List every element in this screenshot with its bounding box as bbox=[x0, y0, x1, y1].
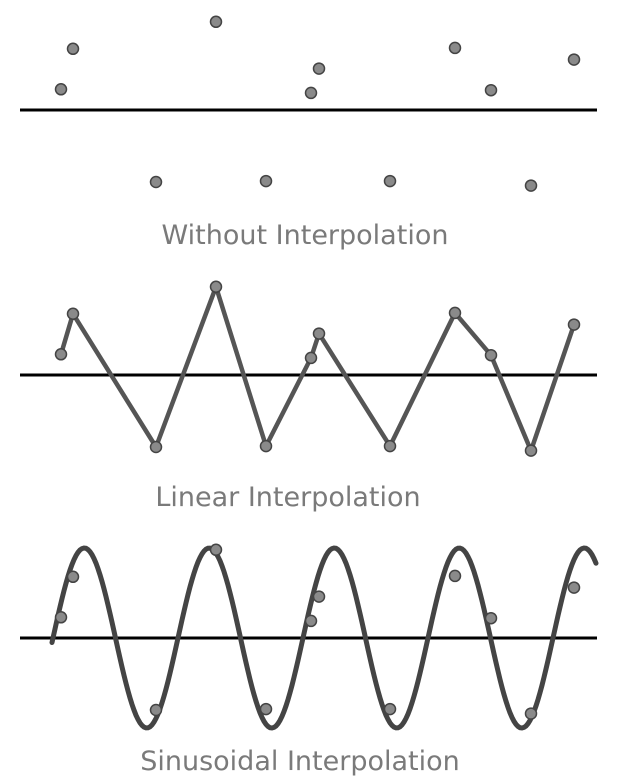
panel-label-linear: Linear Interpolation bbox=[155, 482, 420, 513]
sample-point-linear-4 bbox=[259, 439, 273, 453]
sample-point-none-10 bbox=[524, 179, 538, 192]
sample-point-sine-3 bbox=[209, 543, 223, 557]
sample-point-sine-7 bbox=[383, 702, 397, 716]
sample-point-sine-0 bbox=[54, 611, 68, 624]
linear-interpolation-line bbox=[58, 284, 577, 453]
sample-point-none-7 bbox=[383, 174, 397, 188]
sample-point-linear-7 bbox=[383, 439, 397, 453]
sample-point-none-8 bbox=[448, 41, 462, 55]
panel-label-sine: Sinusoidal Interpolation bbox=[140, 746, 460, 777]
sample-point-linear-9 bbox=[484, 348, 498, 362]
sample-point-none-2 bbox=[149, 175, 163, 189]
sample-point-linear-3 bbox=[209, 280, 223, 294]
sample-point-linear-11 bbox=[567, 318, 581, 331]
sample-point-none-1 bbox=[66, 42, 80, 56]
sample-point-sine-4 bbox=[259, 702, 273, 716]
sample-point-none-4 bbox=[259, 174, 273, 188]
sample-point-none-11 bbox=[567, 53, 581, 66]
sample-point-linear-2 bbox=[149, 440, 163, 454]
sample-point-sine-5 bbox=[304, 614, 318, 628]
sample-point-linear-5 bbox=[304, 351, 318, 365]
sample-point-linear-8 bbox=[448, 306, 462, 320]
sample-point-sine-10 bbox=[524, 707, 538, 720]
sample-point-linear-0 bbox=[54, 348, 68, 361]
sample-point-sine-2 bbox=[149, 703, 163, 717]
sample-point-sine-9 bbox=[484, 611, 498, 625]
sample-point-none-9 bbox=[484, 83, 498, 97]
panel-label-none: Without Interpolation bbox=[162, 220, 449, 251]
sample-point-none-5 bbox=[304, 86, 318, 100]
sinusoidal-interpolation-curve bbox=[49, 545, 599, 731]
sample-point-none-3 bbox=[209, 15, 223, 29]
sample-point-none-6 bbox=[312, 62, 326, 75]
sample-point-linear-10 bbox=[524, 444, 538, 457]
sample-point-linear-1 bbox=[66, 307, 80, 321]
sample-point-sine-1 bbox=[66, 570, 80, 584]
sample-point-sine-8 bbox=[448, 569, 462, 583]
sample-point-none-0 bbox=[54, 83, 68, 96]
sample-point-sine-11 bbox=[567, 581, 581, 594]
sample-point-sine-6 bbox=[312, 590, 326, 603]
sample-point-linear-6 bbox=[312, 327, 326, 340]
